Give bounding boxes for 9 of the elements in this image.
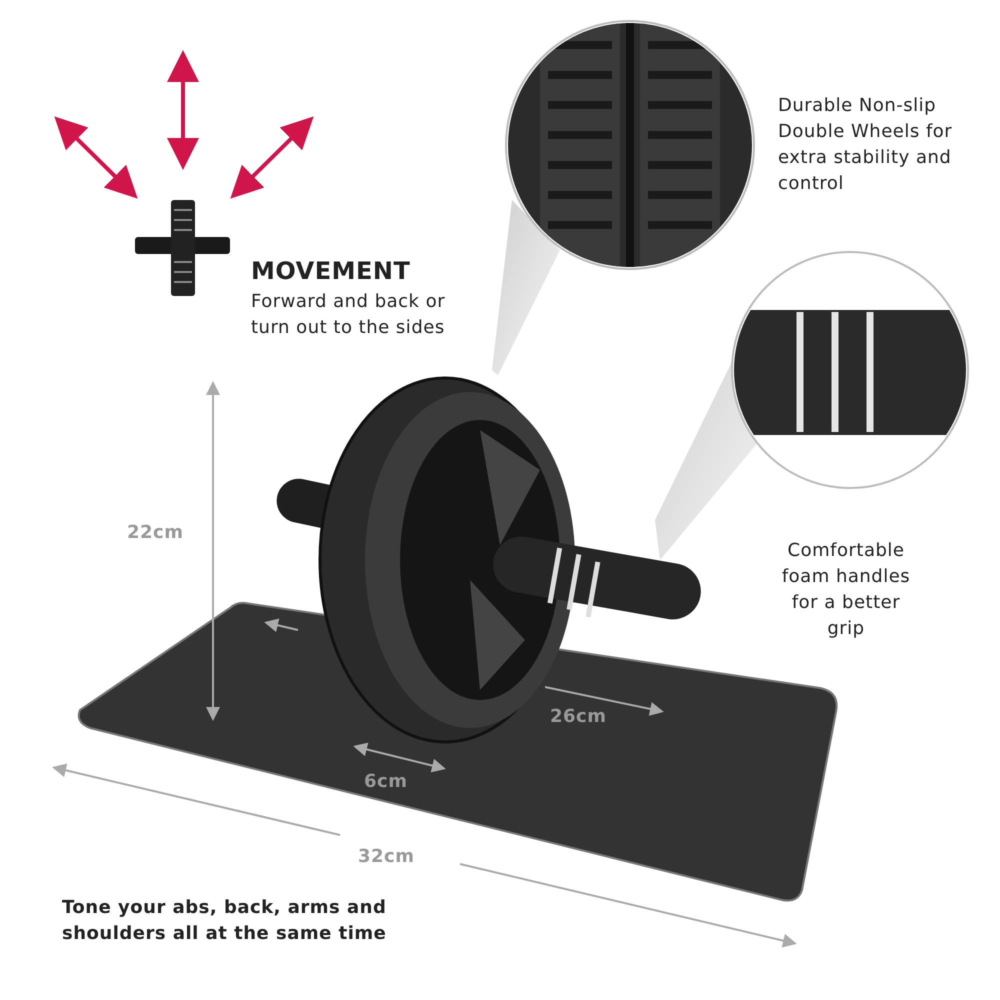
dimension-label: 32cm	[358, 845, 414, 869]
feature-text: Durable Non-slip Double Wheels for extra stability and control	[778, 94, 954, 196]
dimension-label: 22cm	[127, 521, 184, 545]
description-text: Forward and back or turn out to the sides	[251, 290, 446, 340]
dimension-label: 26cm	[550, 705, 606, 729]
dimension-label: 6cm	[364, 770, 408, 794]
heading: MOVEMENT	[251, 258, 412, 284]
feature-text: Comfortable foam handles for a better grip	[780, 539, 912, 641]
tagline-text: Tone your abs, back, arms and shoulders all at the same time	[62, 896, 388, 946]
